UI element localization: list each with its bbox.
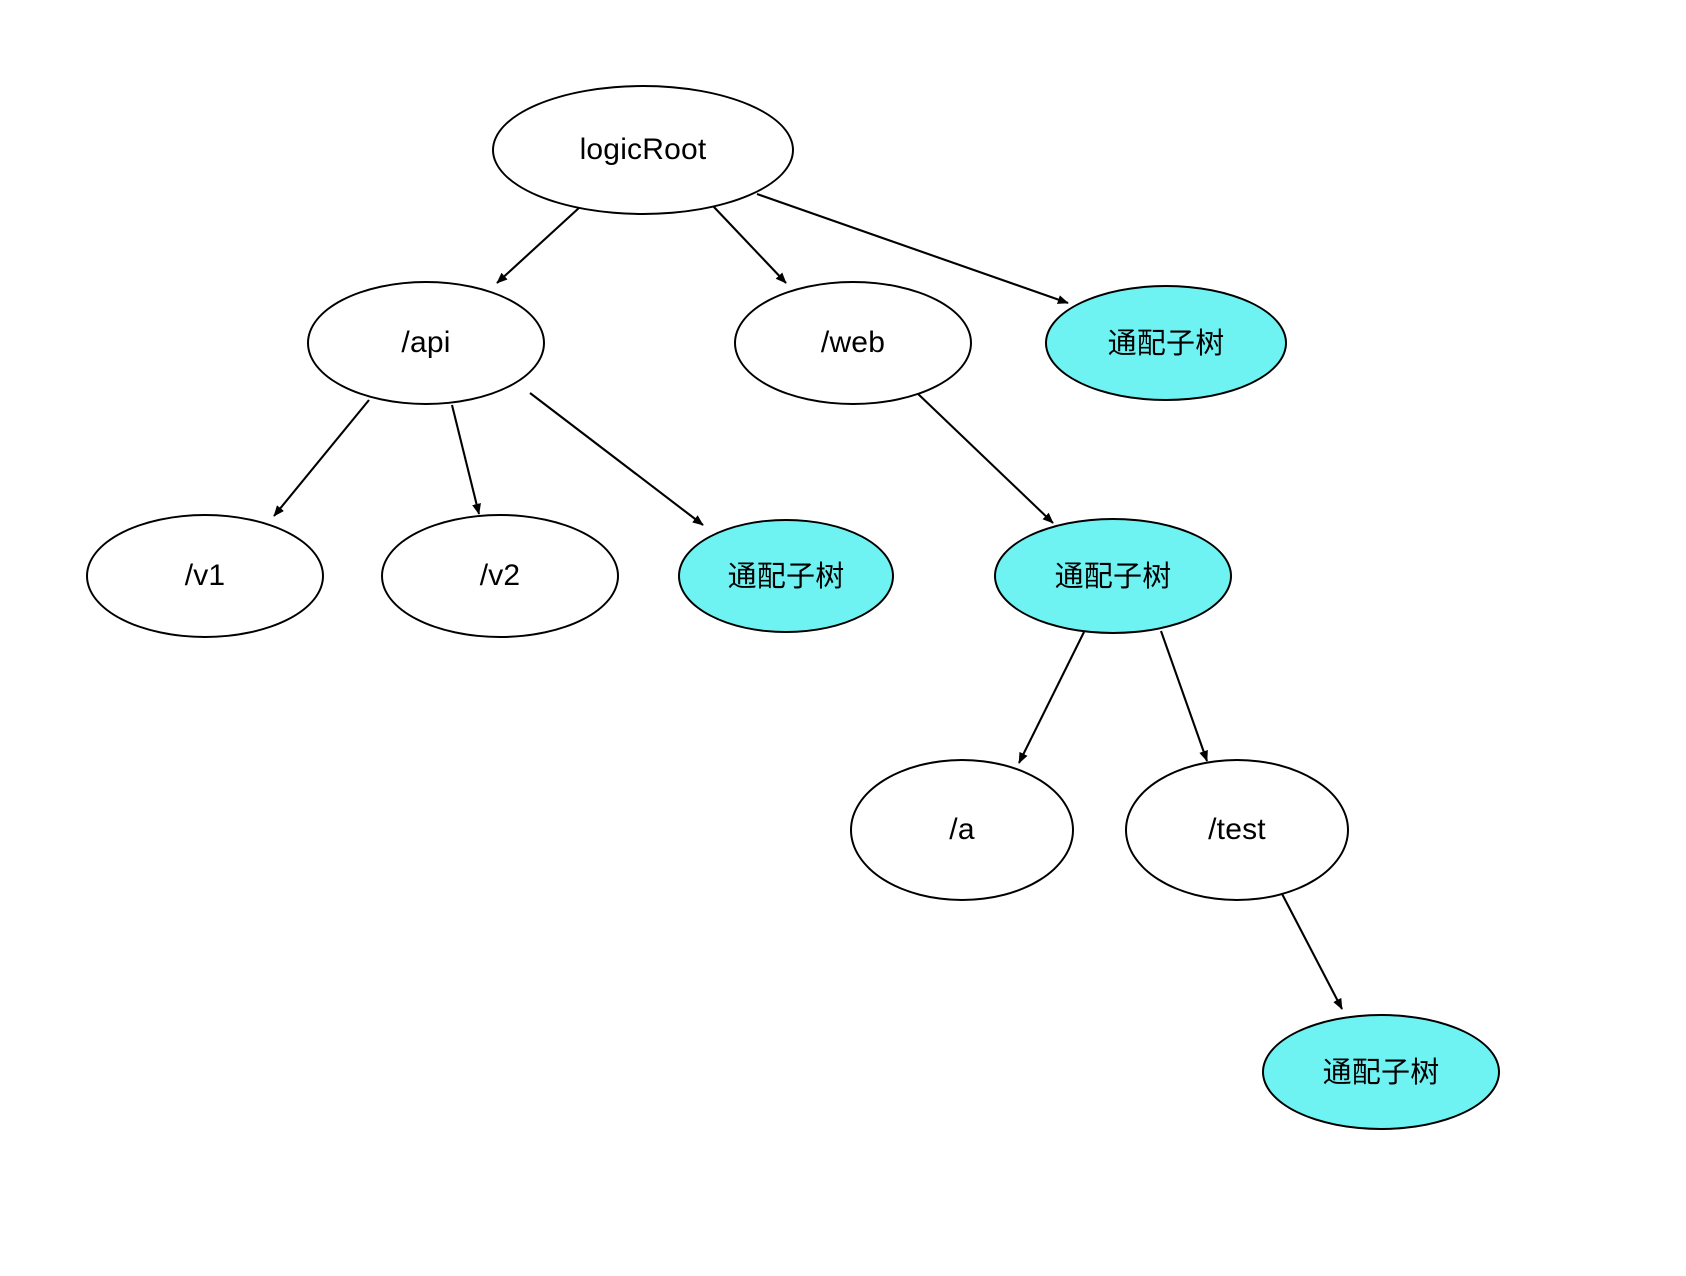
edge-wild-a	[1018, 631, 1085, 764]
node-label-wild-root: 通配子树	[1107, 325, 1225, 360]
node-label-wild-test: 通配子树	[1322, 1054, 1440, 1089]
graph-node-wild-api[interactable]: 通配子树	[678, 519, 894, 633]
graph-node-logicRoot[interactable]: logicRoot	[492, 85, 794, 215]
edge-api-v2	[450, 404, 481, 515]
node-label-v2: /v2	[479, 559, 521, 592]
graph-node-wild-root[interactable]: 通配子树	[1045, 285, 1287, 401]
edge-test-wildtest	[1279, 889, 1343, 1010]
graph-node-wild-web[interactable]: 通配子树	[994, 518, 1232, 634]
node-label-logicRoot: logicRoot	[579, 133, 707, 166]
node-label-v1: /v1	[184, 559, 226, 592]
node-label-web: /web	[820, 326, 886, 359]
edge-api-wild	[529, 392, 704, 526]
edge-web-wild	[914, 390, 1054, 524]
node-label-wild-web: 通配子树	[1054, 558, 1172, 593]
graph-node-web[interactable]: /web	[734, 281, 972, 405]
edge-root-web	[712, 205, 787, 284]
edge-api-v1	[273, 399, 370, 517]
graph-node-v1[interactable]: /v1	[86, 514, 324, 638]
graph-node-test[interactable]: /test	[1125, 759, 1349, 901]
edge-root-api	[496, 206, 581, 284]
graph-node-api[interactable]: /api	[307, 281, 545, 405]
node-label-api: /api	[401, 326, 451, 359]
node-label-wild-api: 通配子树	[727, 558, 845, 593]
edge-wild-test	[1160, 630, 1208, 762]
edge-group	[273, 193, 1343, 1010]
graph-node-a[interactable]: /a	[850, 759, 1074, 901]
edge-root-wild	[756, 193, 1069, 304]
node-label-a: /a	[949, 813, 975, 846]
node-label-test: /test	[1208, 813, 1266, 846]
graph-node-v2[interactable]: /v2	[381, 514, 619, 638]
graph-node-wild-test[interactable]: 通配子树	[1262, 1014, 1500, 1130]
